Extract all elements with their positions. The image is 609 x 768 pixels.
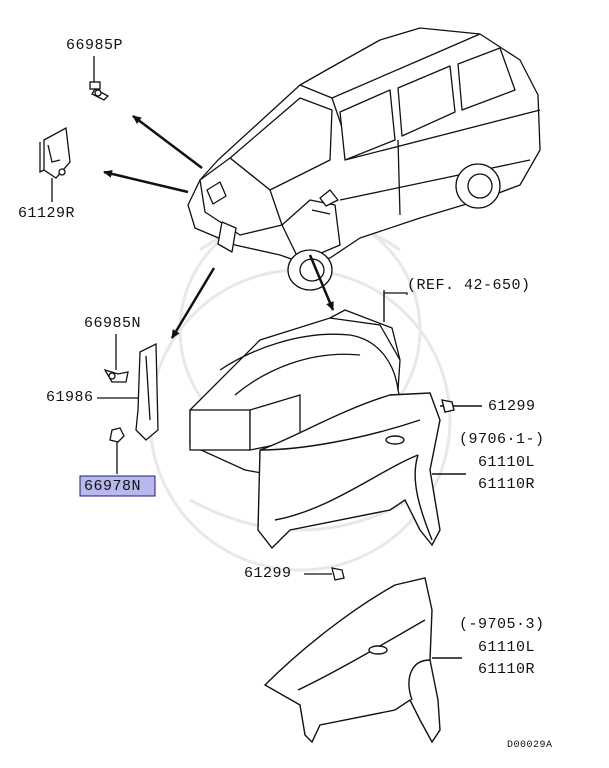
highlight-66978N (79, 475, 156, 497)
bracket-61986 (97, 342, 159, 441)
callout-arrows (103, 115, 335, 339)
label-date-old: (-9705·3) (459, 616, 545, 633)
label-61110R-new: 61110R (478, 476, 536, 493)
label-61129R: 61129R (18, 205, 76, 222)
label-date-new: (9706·1-) (459, 431, 545, 448)
fender-old (263, 577, 462, 744)
label-61110L-old: 61110L (478, 639, 536, 656)
label-61110L-new: 61110L (478, 454, 536, 471)
nut-66978N (109, 427, 125, 474)
label-ref: (REF. 42-650) (407, 277, 531, 294)
label-61110R-old: 61110R (478, 661, 536, 678)
van-illustration (187, 27, 541, 291)
bolt-61299-lower (304, 567, 345, 581)
fender-new (257, 392, 482, 550)
label-66978N[interactable]: 66978N (84, 478, 142, 495)
label-61299-upper: 61299 (488, 398, 536, 415)
bolt-66985P (89, 56, 110, 101)
diagram-code: D00029A (507, 740, 553, 751)
ref-leader (383, 292, 408, 322)
label-66985P: 66985P (66, 37, 124, 54)
label-66985N: 66985N (84, 315, 142, 332)
label-61299-lower: 61299 (244, 565, 292, 582)
bolt-66985N (103, 334, 129, 383)
label-61986: 61986 (46, 389, 94, 406)
bracket-61129R (39, 126, 71, 202)
